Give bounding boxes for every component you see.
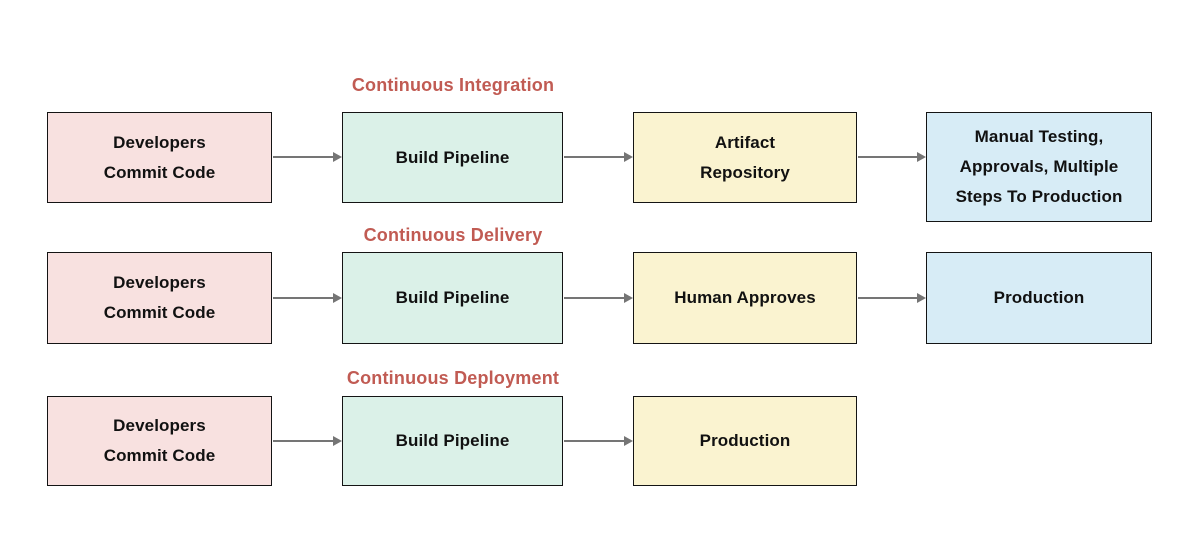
- node-label: Human Approves: [674, 288, 816, 307]
- node-cd-developers-commit-code: Developers Commit Code: [47, 252, 272, 344]
- node-label: Developers Commit Code: [103, 273, 216, 322]
- flow-arrow-ci-3: [858, 152, 926, 162]
- node-label: Developers Commit Code: [103, 416, 216, 465]
- flow-arrow-cdep-2: [564, 436, 633, 446]
- flow-arrow-ci-2: [564, 152, 633, 162]
- row-title-continuous-integration: Continuous Integration: [351, 75, 555, 95]
- flow-arrow-cd-1: [273, 293, 342, 303]
- node-cdep-developers-commit-code: Developers Commit Code: [47, 396, 272, 486]
- flow-arrow-ci-1: [273, 152, 342, 162]
- node-cdep-build-pipeline: Build Pipeline: [342, 396, 563, 486]
- node-label: Production: [993, 288, 1085, 307]
- flow-arrow-cd-3: [858, 293, 926, 303]
- node-label: Manual Testing, Approvals, Multiple Step…: [955, 127, 1123, 206]
- node-label: Build Pipeline: [395, 147, 510, 167]
- node-label: Production: [699, 431, 791, 450]
- node-cd-human-approves: Human Approves: [633, 252, 857, 344]
- node-label: Developers Commit Code: [103, 132, 216, 182]
- node-label: Build Pipeline: [395, 431, 510, 450]
- node-ci-developers-commit-code: Developers Commit Code: [47, 112, 272, 203]
- flow-arrow-cdep-1: [273, 436, 342, 446]
- flow-arrow-cd-2: [564, 293, 633, 303]
- node-label: Artifact Repository: [700, 132, 790, 182]
- row-title-continuous-deployment: Continuous Deployment: [346, 368, 560, 388]
- node-cd-production: Production: [926, 252, 1152, 344]
- row-title-continuous-delivery: Continuous Delivery: [363, 225, 543, 245]
- node-cdep-production: Production: [633, 396, 857, 486]
- node-label: Build Pipeline: [395, 288, 510, 307]
- node-ci-build-pipeline: Build Pipeline: [342, 112, 563, 203]
- node-cd-build-pipeline: Build Pipeline: [342, 252, 563, 344]
- node-ci-manual-steps-to-production: Manual Testing, Approvals, Multiple Step…: [926, 112, 1152, 222]
- node-ci-artifact-repository: Artifact Repository: [633, 112, 857, 203]
